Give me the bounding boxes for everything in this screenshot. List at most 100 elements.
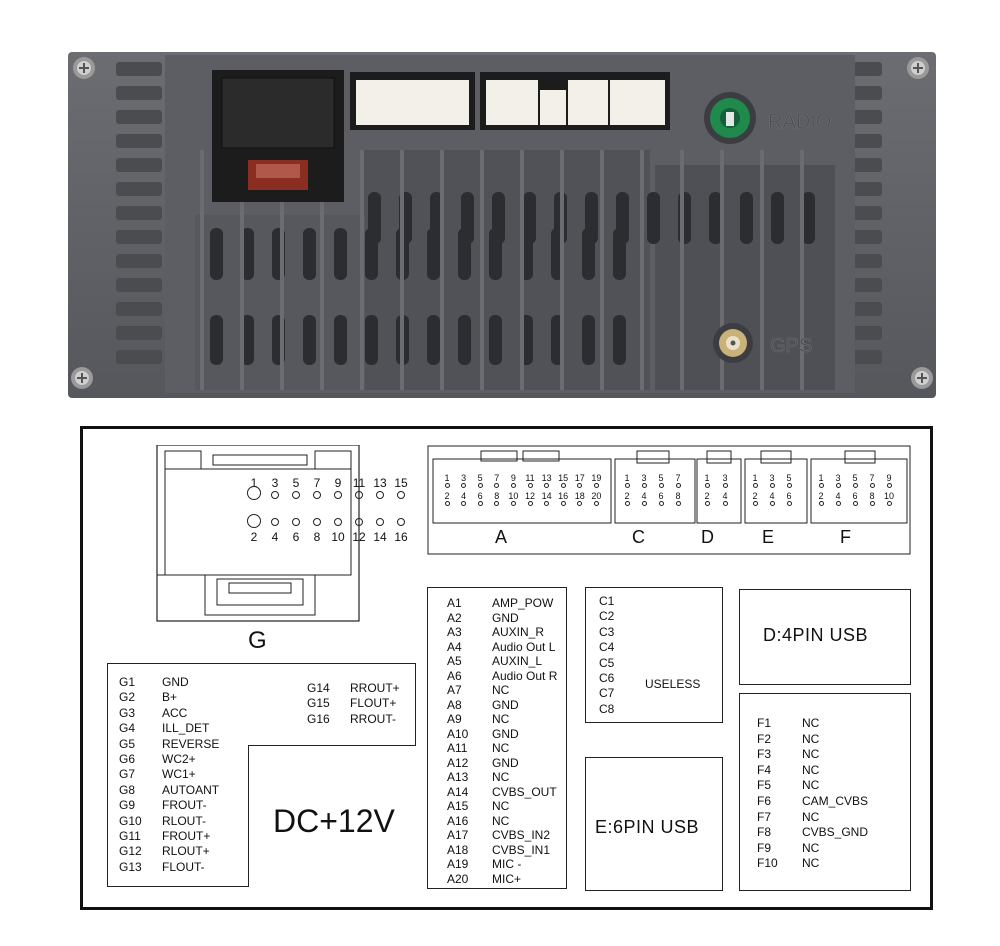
connector-g-pin-hole [355,518,363,526]
connector-a-pin-number: 10 [508,491,519,501]
connector-f-pin-number: 8 [869,491,875,501]
connector-f-label: F [840,527,852,547]
pin-row: F2 NC [757,732,868,748]
connector-a-pin-hole [527,483,533,488]
fin [116,302,162,316]
connector-e-pin-hole [752,501,758,506]
connector-g-pin-hole [376,518,384,526]
connector-e-pin-hole [786,483,792,488]
pin-id: F2 [757,731,772,746]
connector-a-pin-hole [527,501,533,506]
pin-function: FROUT- [162,798,207,813]
pin-function: NC [802,731,820,746]
pin-id: G5 [119,736,136,751]
pin-function: FLOUT+ [350,696,397,711]
connector-a-pin-number: 20 [591,491,602,501]
connector-a-pin-hole [494,501,500,506]
connector-c-pin-hole [675,483,681,488]
pin-function: MIC - [492,857,522,871]
connector-c-pin-number: 3 [641,473,647,483]
connector-g-pinlist-frame [107,663,416,887]
connector-g-pin-hole [292,491,300,499]
pin-id: A4 [447,639,462,654]
pin-function: Audio Out L [492,639,556,654]
connector-d-pin-hole [722,483,728,488]
connector-d-pin-number: 2 [704,491,710,501]
vent-slot [647,192,660,244]
connector-g-pin-number: 14 [373,530,387,544]
connector-a-pin-number: 15 [558,473,569,483]
pin-function: RROUT+ [350,681,400,695]
pin-id: G2 [119,690,136,705]
connector-g-pin-hole [334,491,342,499]
connector-a-label: A [495,527,508,547]
connector-c-pin-hole [658,501,664,506]
pin-id: A19 [447,857,469,871]
pin-function: AUXIN_L [492,654,543,668]
vent-slot [740,192,753,244]
pin-id: A14 [447,784,469,799]
pin-id: A6 [447,668,462,683]
pin-id: C7 [599,686,615,701]
connector-f-pin-hole [886,483,892,488]
vent-slot [613,315,626,365]
connector-g-pin-number: 1 [250,476,258,490]
connector-g-pin-hole [334,518,342,526]
pin-id: G6 [119,752,136,767]
connector-e-caption: E:6PIN USB [595,817,700,837]
connector-e-box [585,757,723,891]
pin-function: NC [802,716,820,730]
pin-id: A9 [447,712,462,726]
pin-function: AMP_POW [492,596,554,610]
pin-function: CAM_CVBS [802,793,869,808]
pin-function: NC [802,856,820,871]
connector-g-pin-number: 4 [271,530,279,544]
pin-id: A12 [447,755,469,770]
connector-d-pin-number: 1 [704,473,710,483]
vent-slot [458,315,471,365]
connector-g-pin-hole [355,491,363,499]
connector-g-pin-hole [397,518,405,526]
pin-function: NC [492,741,510,755]
connector-c-pin-number: 6 [658,491,664,501]
screw-icon [73,57,95,79]
pin-id: G8 [119,782,136,797]
vent-slot [427,228,440,280]
connector-a-pin-hole [560,501,566,506]
white-connectors-photo [350,72,670,130]
connector-c-pin-number: 2 [624,491,630,501]
pin-function: NC [492,712,510,726]
pin-id: A17 [447,828,469,842]
vent-slot [427,315,440,365]
pin-id: G1 [119,675,136,689]
pin-function: NC [802,762,820,777]
connector-d-box [739,589,911,685]
connector-a-pin-hole [461,501,467,506]
pin-function: AUTOANT [162,782,220,797]
connector-a-pin-hole [494,483,500,488]
connector-c-box [585,587,723,723]
pin-row: A5 AUXIN_L [447,654,557,669]
pin-id: G3 [119,705,136,720]
connector-e-pin-number: 4 [769,491,775,501]
fin [116,182,162,196]
pin-id: G13 [119,859,142,874]
connector-e-pin-hole [769,483,775,488]
pin-function: NC [802,778,820,793]
connector-c-pin-hole [658,483,664,488]
connector-c-pin-hole [641,483,647,488]
pin-row: A4 Audio Out L [447,640,557,655]
pin-id: G12 [119,844,142,859]
pin-id: G4 [119,721,136,736]
pin-id: A11 [447,741,468,755]
pin-id: A5 [447,654,462,668]
